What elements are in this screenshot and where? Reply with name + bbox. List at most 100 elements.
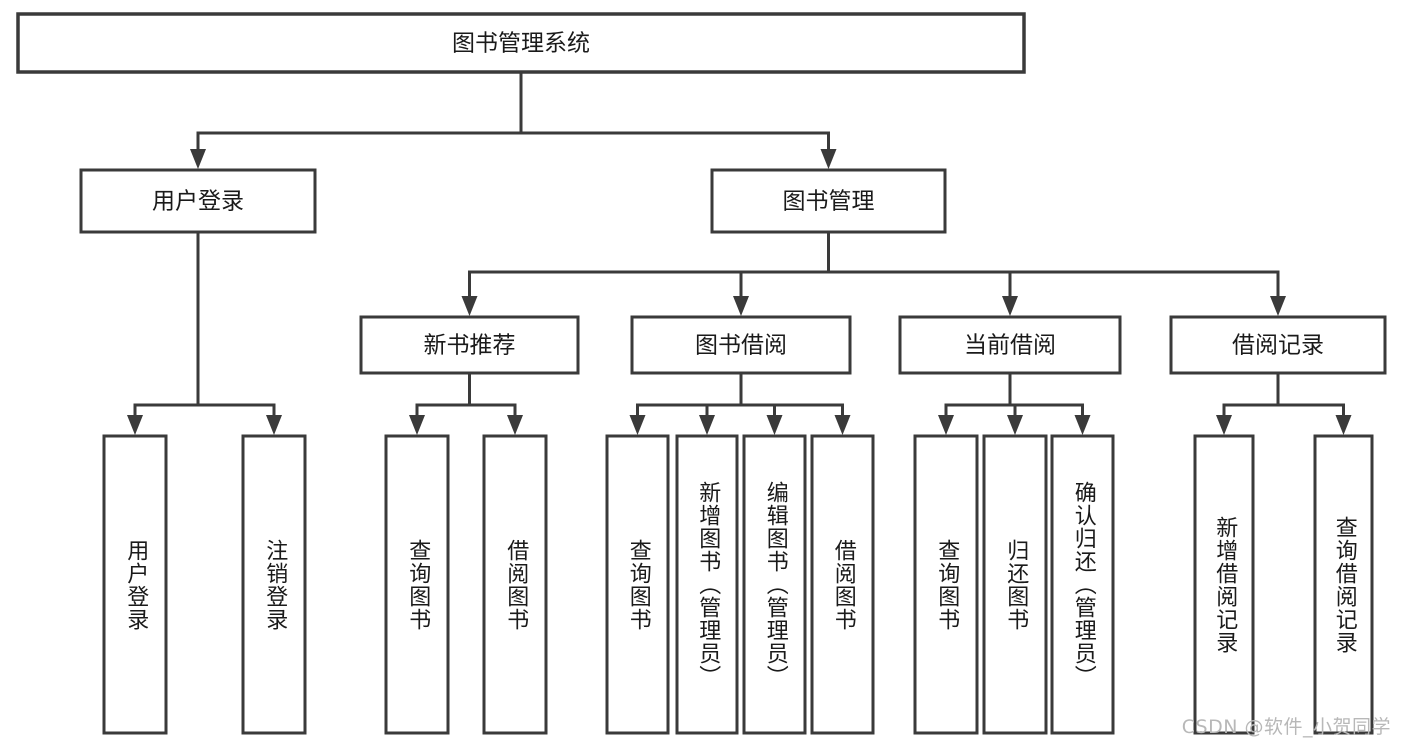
node-label: 当前借阅	[964, 333, 1056, 359]
connector-line	[827, 230, 1280, 302]
arrow-head-icon	[1074, 415, 1091, 435]
node-box[interactable]	[482, 434, 548, 735]
arrow-head-icon	[834, 415, 851, 435]
connector-line	[1008, 371, 1084, 421]
connector-line	[739, 371, 844, 421]
arrow-head-icon	[1007, 415, 1023, 435]
node-box[interactable]	[1169, 315, 1387, 375]
node-root-title[interactable]: 图书管理系统	[16, 12, 1026, 74]
connector-layer	[127, 70, 1352, 435]
connector-line	[196, 70, 523, 155]
arrow-head-icon	[629, 415, 646, 435]
watermark-text: CSDN @软件_小贺同学	[1181, 716, 1391, 738]
node-leaf-borrow-book[interactable]	[810, 434, 875, 735]
node-new-book-recommend[interactable]: 新书推荐	[359, 315, 580, 375]
node-current-borrow[interactable]: 当前借阅	[898, 315, 1122, 375]
node-box[interactable]	[898, 315, 1122, 375]
connector-book-manage-to-book-borrow	[733, 230, 830, 316]
node-leaf-add-book-admin[interactable]	[675, 434, 739, 735]
node-user-login[interactable]: 用户登录	[79, 168, 317, 234]
connector-new-book-recommend-to-leaf-borrow-book-rec	[468, 371, 523, 435]
arrow-head-icon	[938, 415, 954, 435]
node-leaf-confirm-return-admin[interactable]	[1050, 434, 1115, 735]
arrow-head-icon	[1216, 415, 1232, 435]
connector-root-to-book-manage	[519, 70, 837, 169]
node-borrow-record[interactable]: 借阅记录	[1169, 315, 1387, 375]
node-box[interactable]	[1050, 434, 1115, 735]
node-box[interactable]	[913, 434, 979, 735]
node-leaf-add-borrow-record[interactable]	[1193, 434, 1255, 735]
node-label: 图书管理	[783, 189, 875, 215]
node-box[interactable]	[102, 434, 168, 735]
connector-new-book-recommend-to-leaf-query-book-rec	[409, 371, 471, 435]
arrow-head-icon	[699, 415, 715, 435]
node-box[interactable]	[710, 168, 947, 234]
arrow-head-icon	[507, 415, 523, 435]
connector-line	[196, 230, 276, 421]
node-label: 图书借阅	[695, 333, 787, 359]
node-leaf-return-book[interactable]	[982, 434, 1048, 735]
connector-current-borrow-to-leaf-query-book-cur	[938, 371, 1012, 435]
node-box[interactable]	[241, 434, 307, 735]
node-box[interactable]	[630, 315, 852, 375]
node-box[interactable]	[16, 12, 1026, 74]
node-leaf-query-book-rec[interactable]	[384, 434, 450, 735]
node-leaf-borrow-book-rec[interactable]	[482, 434, 548, 735]
node-box[interactable]	[1193, 434, 1255, 735]
arrow-head-icon	[1335, 415, 1352, 435]
node-box[interactable]	[1313, 434, 1374, 735]
connector-line	[636, 371, 743, 421]
connector-line	[739, 371, 776, 421]
node-leaf-edit-book-admin[interactable]	[742, 434, 807, 735]
connector-current-borrow-to-leaf-confirm-return-admin	[1008, 371, 1091, 435]
node-leaf-query-borrow-record[interactable]	[1313, 434, 1374, 735]
arrow-head-icon	[266, 415, 282, 435]
connector-user-login-to-leaf-logout-login	[196, 230, 282, 435]
connector-borrow-record-to-leaf-add-borrow-record	[1216, 371, 1280, 435]
connector-line	[827, 230, 1012, 302]
node-label: 用户登录	[152, 189, 244, 215]
node-box[interactable]	[359, 315, 580, 375]
node-box[interactable]	[810, 434, 875, 735]
connector-line	[705, 371, 743, 421]
connector-line	[944, 371, 1012, 421]
node-book-manage[interactable]: 图书管理	[710, 168, 947, 234]
node-box[interactable]	[742, 434, 807, 735]
connector-line	[519, 70, 830, 155]
node-box[interactable]	[982, 434, 1048, 735]
node-label: 新书推荐	[424, 333, 516, 359]
connector-line	[415, 371, 471, 421]
node-label: 图书管理系统	[452, 31, 590, 57]
node-label: 借阅记录	[1232, 333, 1324, 359]
connector-book-manage-to-borrow-record	[827, 230, 1286, 316]
node-box[interactable]	[675, 434, 739, 735]
node-leaf-user-login[interactable]	[102, 434, 168, 735]
arrow-head-icon	[409, 415, 425, 435]
arrow-head-icon	[766, 415, 783, 435]
connector-book-manage-to-current-borrow	[827, 230, 1018, 316]
arrow-head-icon	[820, 149, 837, 169]
arrow-head-icon	[1270, 296, 1286, 316]
connector-line	[468, 371, 517, 421]
arrow-head-icon	[1002, 296, 1018, 316]
node-leaf-query-book-cur[interactable]	[913, 434, 979, 735]
node-book-borrow[interactable]: 图书借阅	[630, 315, 852, 375]
connector-book-borrow-to-leaf-borrow-book	[739, 371, 851, 435]
node-box[interactable]	[384, 434, 450, 735]
connector-line	[1276, 371, 1345, 421]
arrow-head-icon	[733, 296, 749, 316]
node-box[interactable]	[79, 168, 317, 234]
node-leaf-query-book-borrow[interactable]	[605, 434, 670, 735]
connector-line	[739, 230, 830, 302]
connector-root-to-user-login	[190, 70, 523, 169]
connector-borrow-record-to-leaf-query-borrow-record	[1276, 371, 1352, 435]
connector-user-login-to-leaf-user-login	[127, 230, 200, 435]
arrow-head-icon	[461, 296, 478, 316]
node-leaf-logout-login[interactable]	[241, 434, 307, 735]
node-box[interactable]	[605, 434, 670, 735]
arrow-head-icon	[127, 415, 143, 435]
connector-book-manage-to-new-book-recommend	[461, 230, 830, 316]
